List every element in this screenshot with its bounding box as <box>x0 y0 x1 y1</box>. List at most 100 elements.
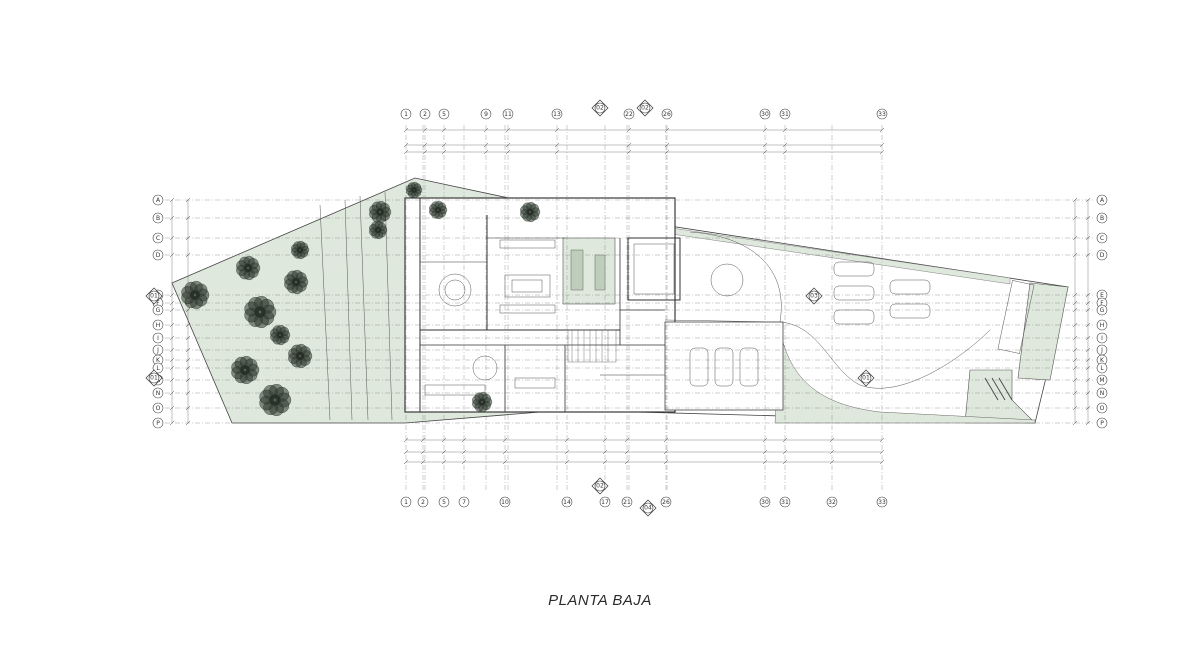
svg-text:L: L <box>156 365 160 372</box>
svg-text:01: 01 <box>150 375 158 382</box>
dimension-chains <box>169 127 1091 465</box>
svg-text:J: J <box>156 347 159 354</box>
svg-text:02: 02 <box>641 105 649 112</box>
grid-axis-right-P: P <box>1096 417 1108 429</box>
drawing-caption: PLANTA BAJA <box>548 592 652 609</box>
svg-text:14: 14 <box>563 499 571 506</box>
svg-text:01: 01 <box>862 375 870 382</box>
tree-7 <box>231 355 260 385</box>
parking-cars <box>833 261 931 325</box>
grid-axis-left-N: N <box>152 387 164 399</box>
svg-text:03: 03 <box>810 293 818 300</box>
grid-axis-top-13: 13 <box>551 108 563 120</box>
svg-text:04: 04 <box>644 505 652 512</box>
svg-text:26: 26 <box>662 499 670 506</box>
section-marker-03: 03 <box>805 287 823 305</box>
svg-text:33: 33 <box>878 111 886 118</box>
section-marker-02-top-b: 02 <box>636 99 654 117</box>
grid-axis-bottom-10: 10 <box>499 496 511 508</box>
grid-axis-top-33: 33 <box>876 108 888 120</box>
garage-floor <box>664 321 784 411</box>
sofa-set <box>504 274 551 298</box>
svg-text:G: G <box>1100 307 1105 314</box>
svg-text:I: I <box>157 335 159 342</box>
svg-text:17: 17 <box>601 499 609 506</box>
svg-text:N: N <box>1100 390 1105 397</box>
svg-text:G: G <box>156 307 161 314</box>
planter <box>570 249 584 291</box>
svg-text:M: M <box>1099 377 1104 384</box>
tree-10 <box>369 200 392 224</box>
grid-axis-bottom-21: 21 <box>621 496 633 508</box>
right-garden-band <box>1017 282 1069 381</box>
grid-axis-bottom-5: 5 <box>438 496 450 508</box>
svg-text:10: 10 <box>501 499 509 506</box>
svg-text:L: L <box>1100 365 1104 372</box>
tree-9 <box>291 240 310 260</box>
grid-axis-left-D: D <box>152 249 164 261</box>
grid-axis-right-B: B <box>1096 212 1108 224</box>
right-garden-strip <box>964 369 1036 424</box>
svg-text:O: O <box>1100 405 1105 412</box>
section-marker-01-left-upper: 01 <box>145 287 163 305</box>
grid-axis-top-26: 26 <box>661 108 673 120</box>
svg-text:7: 7 <box>462 499 466 506</box>
grid-axis-bottom-26: 26 <box>660 496 672 508</box>
svg-text:11: 11 <box>504 111 512 118</box>
section-marker-01-left-lower: 01 <box>145 369 163 387</box>
circular-plaza <box>710 263 744 297</box>
grid-axis-left-J: J <box>152 344 164 356</box>
svg-text:F: F <box>156 300 160 307</box>
ramp <box>997 280 1035 354</box>
tree-4 <box>244 295 277 329</box>
section-marker-02-top: 02 <box>591 99 609 117</box>
grid-axis-right-J: J <box>1096 344 1108 356</box>
grid-axis-right-E: E <box>1096 289 1108 301</box>
kitchen-island <box>514 377 556 389</box>
section-marker-02-bottom: 02 <box>591 477 609 495</box>
svg-text:E: E <box>1100 292 1104 299</box>
tree-5 <box>270 324 291 346</box>
grid-axis-right-D: D <box>1096 249 1108 261</box>
tree-11 <box>369 220 388 240</box>
grid-axis-right-G: G <box>1096 304 1108 316</box>
grid-axis-left-A: A <box>152 194 164 206</box>
grid-axis-right-A: A <box>1096 194 1108 206</box>
tree-3 <box>284 269 309 295</box>
svg-text:O: O <box>156 405 161 412</box>
svg-text:9: 9 <box>484 111 488 118</box>
svg-text:P: P <box>1100 420 1104 427</box>
structural-grid <box>165 125 1095 490</box>
svg-text:I: I <box>1101 335 1103 342</box>
svg-text:32: 32 <box>828 499 836 506</box>
svg-text:1: 1 <box>404 499 408 506</box>
grid-axis-bottom-2: 2 <box>417 496 429 508</box>
svg-text:02: 02 <box>596 483 604 490</box>
curved-garden-band <box>774 329 1036 424</box>
svg-text:N: N <box>156 390 161 397</box>
driveway-curve <box>664 319 991 389</box>
grid-axis-right-O: O <box>1096 402 1108 414</box>
svg-text:K: K <box>1100 357 1105 364</box>
svg-text:A: A <box>1100 197 1105 204</box>
round-table <box>438 273 472 307</box>
svg-text:D: D <box>156 252 161 259</box>
svg-text:30: 30 <box>761 111 769 118</box>
tree-12 <box>406 181 423 199</box>
svg-text:K: K <box>156 357 161 364</box>
section-marker-04-bottom: 04 <box>639 499 657 517</box>
grid-axis-bottom-31: 31 <box>779 496 791 508</box>
tree-1 <box>181 280 210 310</box>
walls <box>419 198 681 412</box>
grid-axis-left-I: I <box>152 332 164 344</box>
svg-text:P: P <box>156 420 160 427</box>
stairs <box>567 329 617 363</box>
grid-axis-top-31: 31 <box>779 108 791 120</box>
grid-axis-left-H: H <box>152 319 164 331</box>
grid-axis-left-P: P <box>152 417 164 429</box>
grid-axis-right-C: C <box>1096 232 1108 244</box>
grid-axis-bottom-7: 7 <box>458 496 470 508</box>
